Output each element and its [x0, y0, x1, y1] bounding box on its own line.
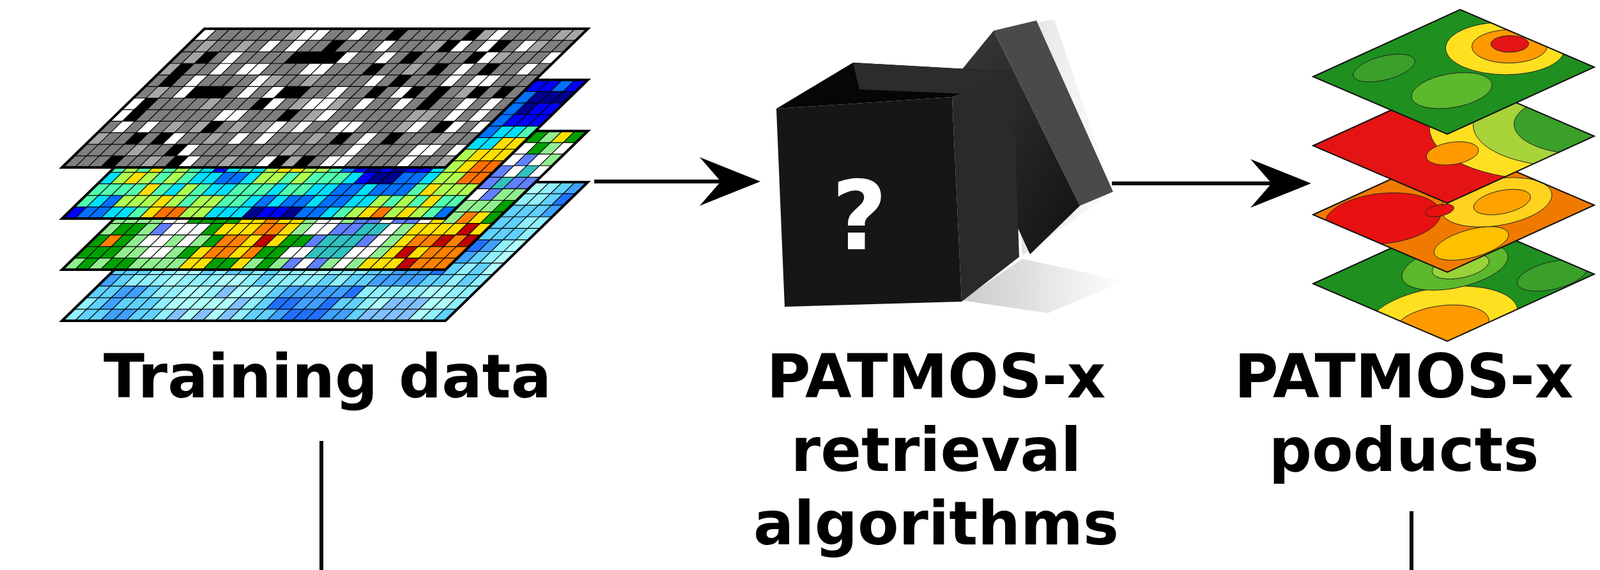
illustrated-node: PATMOS-x retrieval algorithms — [760, 19, 1112, 310]
node-heading: Training data — [79, 339, 576, 414]
arrow-head — [699, 157, 761, 206]
node-heading: PATMOS-x poducts — [1215, 339, 1593, 487]
arrow-head — [1250, 159, 1312, 208]
grid-outline — [61, 28, 588, 168]
arrow-connector — [594, 157, 761, 206]
illustrated-node: PATMOS-x poducts — [1311, 7, 1598, 344]
node-heading: PATMOS-x retrieval algorithms — [738, 339, 1135, 561]
grid-cells — [61, 28, 588, 168]
box-front — [776, 97, 962, 307]
grid-lines — [61, 28, 588, 168]
black-box — [776, 19, 1125, 314]
product-map-stack — [1276, 0, 1600, 367]
arrow-line — [594, 179, 723, 184]
training-grid-stack — [61, 28, 588, 321]
down-line — [319, 440, 324, 570]
arrow-connector — [1111, 159, 1312, 208]
box-side — [952, 71, 1020, 302]
map-layer — [1313, 0, 1600, 135]
grid-layer — [61, 28, 588, 168]
arrow-line — [1111, 181, 1273, 186]
grid-cells — [61, 28, 588, 168]
down-line — [1409, 511, 1414, 570]
grid-cells — [61, 28, 588, 168]
question-mark: ? — [808, 164, 911, 268]
illustrated-node: Training data — [60, 22, 595, 323]
map-layer — [1288, 134, 1600, 279]
